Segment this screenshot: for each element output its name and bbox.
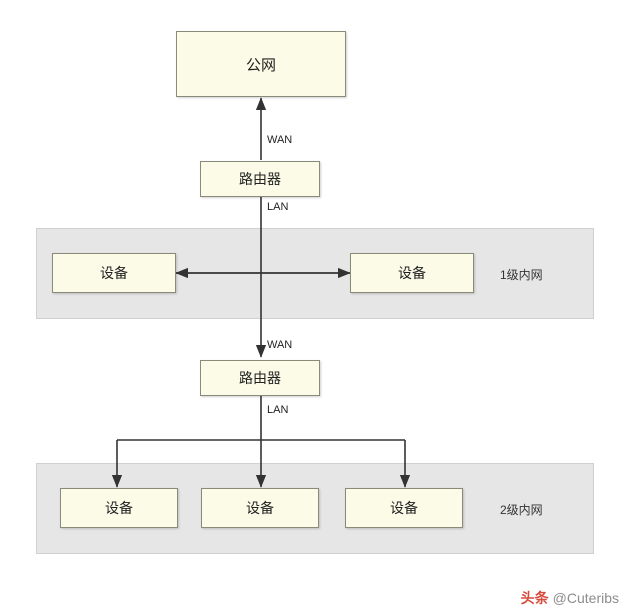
watermark-logo: 头条 (520, 590, 549, 606)
node-public-network[interactable]: 公网 (176, 31, 346, 97)
node-device-level1-b[interactable]: 设备 (350, 253, 474, 293)
node-device-level2-a[interactable]: 设备 (60, 488, 178, 528)
zone-level2-label: 2级内网 (500, 503, 543, 517)
watermark-text: @Cuteribs (552, 590, 619, 606)
edge-label-wan-top: WAN (267, 134, 293, 146)
edge-label-wan-bottom: WAN (267, 339, 293, 351)
edge-label-lan-bottom: LAN (267, 404, 289, 416)
node-device-level2-b[interactable]: 设备 (201, 488, 319, 528)
node-router-level2[interactable]: 路由器 (200, 360, 320, 396)
zone-level1-label: 1级内网 (500, 268, 543, 282)
node-device-level1-a[interactable]: 设备 (52, 253, 176, 293)
watermark: 头条@Cuteribs (521, 588, 619, 608)
node-router-level1[interactable]: 路由器 (200, 161, 320, 197)
edge-label-lan-top: LAN (267, 201, 289, 213)
node-device-level2-c[interactable]: 设备 (345, 488, 463, 528)
